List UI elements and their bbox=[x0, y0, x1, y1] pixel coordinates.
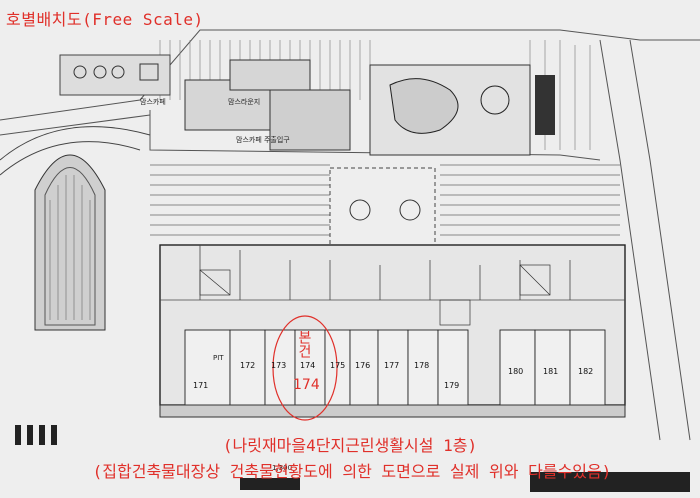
subject-unit-number: 174 bbox=[293, 377, 320, 393]
plan-title: 호별배치도(Free Scale) bbox=[6, 10, 204, 29]
building-caption: (나릿재마을4단지근린생활시설 1층) bbox=[222, 436, 478, 455]
unit-label: 180 bbox=[508, 367, 523, 376]
crosswalk bbox=[15, 425, 57, 445]
unit-label: 178 bbox=[414, 361, 429, 370]
subject-label-text: 본건 bbox=[296, 330, 312, 358]
bottom-walkway bbox=[159, 404, 626, 418]
unit-label: 182 bbox=[578, 367, 593, 376]
sports-equipment bbox=[535, 75, 555, 135]
playground-structure bbox=[59, 54, 171, 96]
facility-label: 맘스카페 주출입구 bbox=[236, 135, 290, 144]
facility-label: PIT bbox=[213, 354, 224, 362]
unit-row bbox=[184, 329, 606, 406]
unit-label: 171 bbox=[193, 381, 208, 390]
disclaimer-caption: (집합건축물대장상 건축물현황도에 의한 도면으로 실제 위와 다를수있음) bbox=[92, 462, 612, 481]
unit-label: 181 bbox=[543, 367, 558, 376]
unit-label: 174 bbox=[300, 361, 315, 370]
central-plaza bbox=[329, 167, 436, 249]
highlight-circle bbox=[272, 315, 338, 421]
unit-numbers: 171 172 173 174 175 176 177 178 179 180 … bbox=[193, 361, 593, 390]
bottom-road-bar bbox=[530, 472, 690, 492]
facility-label: 맘스카페 bbox=[140, 97, 166, 106]
site-boundary-lines bbox=[0, 29, 700, 441]
subject-label-vertical: 본건 bbox=[296, 330, 312, 362]
facility-labels: 맘스카페 맘스라운지 맘스카페 주출입구 PIT bbox=[140, 97, 290, 362]
facility-label: 맘스라운지 bbox=[228, 97, 260, 106]
parking-stripes-middle bbox=[150, 164, 620, 236]
unit-label: 175 bbox=[330, 361, 345, 370]
oval-court bbox=[34, 154, 106, 331]
unit-label: 177 bbox=[384, 361, 399, 370]
unit-label: 179 bbox=[444, 381, 459, 390]
unit-label: 173 bbox=[271, 361, 286, 370]
dimension-text: 1,300 bbox=[272, 464, 292, 472]
unit-label: 176 bbox=[355, 361, 370, 370]
unit-label: 172 bbox=[240, 361, 255, 370]
moms-lounge-building bbox=[269, 89, 351, 151]
